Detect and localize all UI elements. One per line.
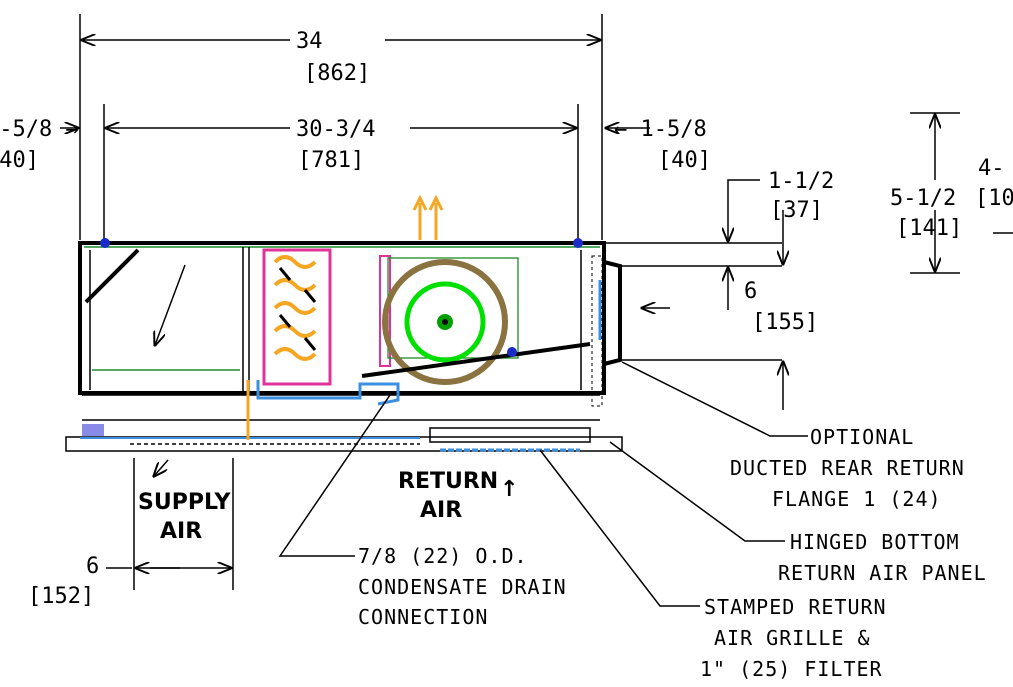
callout-notes: OPTIONAL DUCTED REAR RETURN FLANGE 1 (24…: [358, 425, 987, 681]
cooling-coil: [262, 248, 332, 386]
return-air-label-1: RETURN: [398, 469, 498, 494]
return-air-label-2: AIR: [420, 498, 462, 523]
airflow-arrows: [154, 264, 670, 476]
supply-air-label-1: SUPPLY: [138, 490, 232, 515]
dim-return-metric: [155]: [752, 310, 818, 335]
dimension-lines: [60, 40, 1013, 568]
dim-left-imperial: 1-5/8 →: [0, 117, 79, 142]
unit-housing: [65, 238, 623, 452]
supply-air-label-2: AIR: [160, 519, 202, 544]
callout-optional-2: DUCTED REAR RETURN: [730, 456, 965, 480]
dim-outer-partial-metric: [10: [975, 186, 1013, 211]
extension-lines: [79, 14, 960, 590]
rear-return-flange: [591, 255, 622, 407]
dim-top-metric: [37]: [770, 198, 823, 223]
dim-overall-imperial: 34: [296, 29, 323, 54]
dim-left-metric: [40]: [0, 148, 39, 173]
callout-optional-3: FLANGE 1 (24): [772, 487, 942, 511]
dim-right-imperial: ← 1-5/8: [614, 117, 707, 142]
dim-inner-metric: [781]: [298, 148, 364, 173]
dim-inner-imperial: 30-3/4: [296, 117, 375, 142]
air-labels: SUPPLY AIR RETURN AIR ↑: [138, 469, 518, 544]
dim-top-imperial: 1-1/2: [768, 169, 834, 194]
leader-lines: [278, 361, 808, 607]
callout-drain-1: 7/8 (22) O.D.: [358, 544, 528, 568]
callout-drain-3: CONNECTION: [358, 605, 488, 629]
callout-optional-1: OPTIONAL: [810, 425, 914, 449]
drain-piping: [246, 194, 444, 440]
callout-grille-1: STAMPED RETURN: [704, 595, 887, 619]
callout-hinged-1: HINGED BOTTOM: [790, 530, 960, 554]
dimension-labels: 34 [862] 30-3/4 [781] 1-5/8 → [40] ← 1-5…: [0, 29, 1013, 609]
callout-drain-2: CONDENSATE DRAIN: [358, 575, 567, 599]
dim-outer-imperial: 5-1/2: [890, 186, 956, 211]
dim-outer-partial-imperial: 4-: [978, 156, 1005, 181]
dim-overall-metric: [862]: [304, 61, 370, 86]
dim-supply-metric: [152]: [28, 584, 94, 609]
dim-return-imperial: 6: [744, 279, 757, 304]
dim-right-metric: [40]: [658, 148, 711, 173]
return-air-arrow: ↑: [500, 477, 518, 502]
dim-outer-metric: [141]: [896, 216, 962, 241]
callout-grille-3: 1" (25) FILTER: [700, 657, 883, 681]
callout-hinged-2: RETURN AIR PANEL: [778, 561, 987, 585]
blower-fan: [361, 255, 591, 385]
callout-grille-2: AIR GRILLE &: [714, 626, 871, 650]
dim-supply-imperial: 6: [86, 554, 99, 579]
